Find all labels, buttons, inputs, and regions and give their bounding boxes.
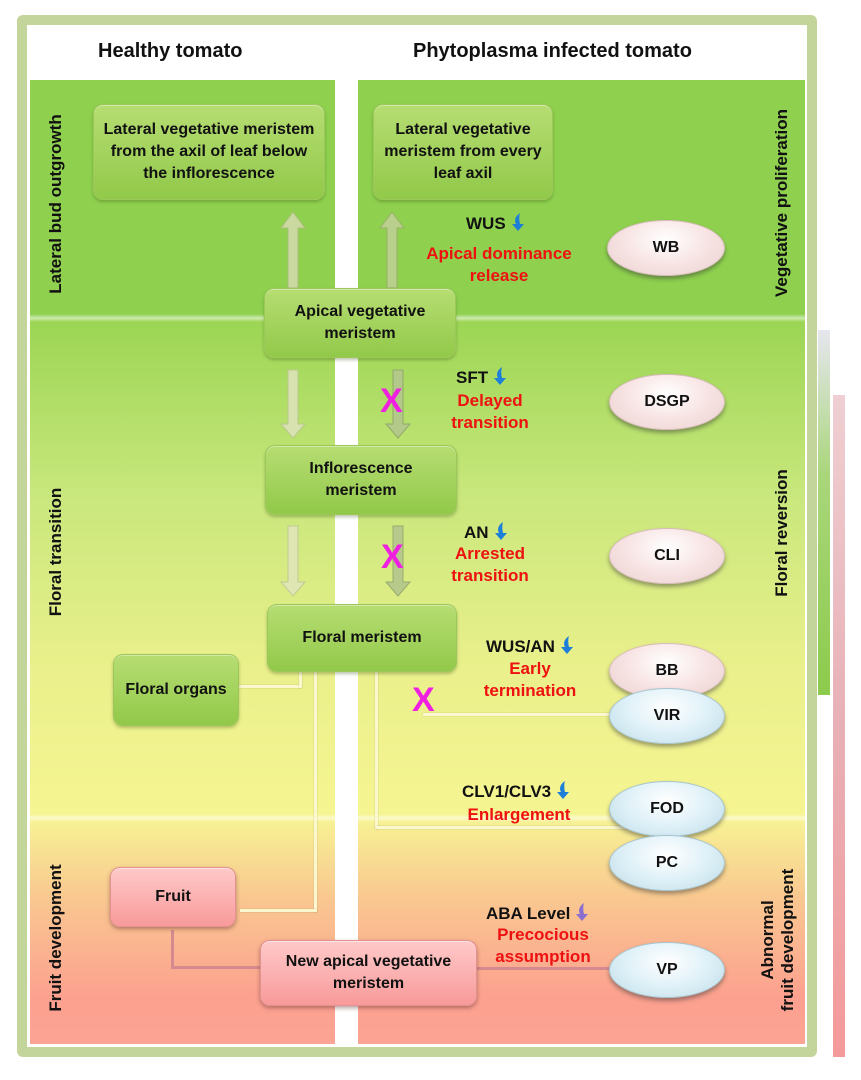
symptom-wb: WB	[607, 220, 725, 276]
connector-vir	[423, 713, 698, 716]
abnormal-fruit-bar	[833, 395, 845, 1057]
gene-name: AN	[464, 523, 489, 542]
connector-floral-organs	[232, 685, 302, 688]
stage-label-abnormal-fruit: Abnormal fruit development	[758, 869, 798, 1012]
gene-name: ABA Level	[486, 904, 571, 923]
arrow-down-icon	[279, 525, 307, 597]
column-title-healthy: Healthy tomato	[98, 40, 243, 62]
decrease-arrow-icon	[494, 522, 507, 540]
effect-text: Apical dominance release	[426, 244, 572, 285]
gene-name: SFT	[456, 368, 489, 387]
decrease-arrow-icon	[511, 213, 524, 231]
connector-fod	[375, 672, 378, 829]
block-mark-icon: X	[380, 382, 403, 420]
gene-label: ABA Level	[486, 902, 589, 924]
box-floral-meristem: Floral meristem	[267, 604, 457, 672]
symptom-dsgp: DSGP	[609, 374, 725, 430]
column-title-infected: Phytoplasma infected tomato	[413, 40, 692, 62]
gene-label: CLV1/CLV3	[462, 780, 570, 802]
band-fruit-healthy	[30, 818, 335, 1044]
arrow-down-icon	[279, 369, 307, 439]
effect-text: Enlargement	[467, 805, 571, 824]
gene-name: WUS/AN	[486, 637, 555, 656]
stage-label-lateral-bud: Lateral bud outgrowth	[46, 114, 65, 294]
floral-reversion-bar	[818, 330, 830, 695]
box-fruit: Fruit	[110, 867, 236, 927]
gene-label: WUS/AN	[486, 635, 574, 657]
connector-vp	[472, 967, 614, 970]
arrow-down-icon	[384, 369, 412, 439]
decrease-arrow-icon	[494, 367, 507, 385]
effect-label: Delayed transition	[440, 390, 540, 434]
effect-text: Precocious assumption	[495, 925, 591, 966]
box-floral-organs: Floral organs	[113, 654, 239, 726]
box-apical-meristem: Apical vegetative meristem	[264, 288, 456, 358]
band-floral-healthy	[30, 318, 335, 818]
box-inflorescence-meristem: Inflorescence meristem	[265, 445, 457, 515]
gene-label: WUS	[466, 212, 525, 234]
band-floral-infected	[358, 318, 805, 818]
symptom-vir: VIR	[609, 688, 725, 744]
box-lateral-meristem-healthy: Lateral vegetative meristem from the axi…	[93, 104, 325, 200]
effect-text: Early termination	[483, 659, 577, 700]
connector-fruit-new-apical	[171, 930, 174, 968]
stage-label-floral-reversion: Floral reversion	[772, 469, 791, 597]
gene-name: CLV1/CLV3	[462, 782, 552, 801]
stage-label-fruit-development: Fruit development	[46, 864, 65, 1012]
box-lateral-meristem-infected: Lateral vegetative meristem from every l…	[373, 104, 553, 200]
decrease-arrow-icon	[576, 903, 589, 921]
connector-fruit	[240, 909, 317, 912]
band-divider	[30, 814, 805, 822]
connector-fruit	[314, 672, 317, 912]
block-mark-icon: X	[412, 681, 435, 719]
effect-label: Early termination	[470, 658, 590, 702]
effect-label: Apical dominance release	[414, 243, 584, 287]
symptom-cli: CLI	[609, 528, 725, 584]
symptom-pc: PC	[609, 835, 725, 891]
block-mark-icon: X	[381, 538, 404, 576]
decrease-arrow-icon	[557, 781, 570, 799]
effect-label: Arrested transition	[440, 543, 540, 587]
symptom-vp: VP	[609, 942, 725, 998]
effect-text: Delayed transition	[451, 391, 529, 432]
connector-fruit-new-apical	[171, 966, 263, 969]
arrow-down-icon	[384, 525, 412, 597]
decrease-arrow-icon	[560, 636, 573, 654]
stage-label-floral-transition: Floral transition	[46, 487, 65, 617]
stage-label-line: Abnormal	[758, 900, 777, 980]
arrow-up-icon	[280, 211, 306, 289]
stage-label-vegetative-proliferation: Vegetative proliferation	[772, 109, 791, 297]
effect-text: Arrested transition	[451, 544, 529, 585]
column-divider	[335, 80, 358, 1044]
gene-label: SFT	[456, 366, 507, 388]
effect-label: Precocious assumption	[480, 924, 606, 968]
connector-floral-organs	[299, 672, 302, 688]
arrow-up-icon	[379, 211, 405, 289]
effect-label: Enlargement	[459, 804, 579, 826]
gene-name: WUS	[466, 214, 506, 233]
band-fruit-infected	[358, 818, 805, 1044]
symptom-fod: FOD	[609, 781, 725, 837]
stage-label-line: fruit development	[778, 868, 797, 1012]
connector-fod	[375, 826, 695, 829]
box-new-apical-meristem: New apical vegetative meristem	[260, 940, 477, 1006]
gene-label: AN	[464, 521, 508, 543]
